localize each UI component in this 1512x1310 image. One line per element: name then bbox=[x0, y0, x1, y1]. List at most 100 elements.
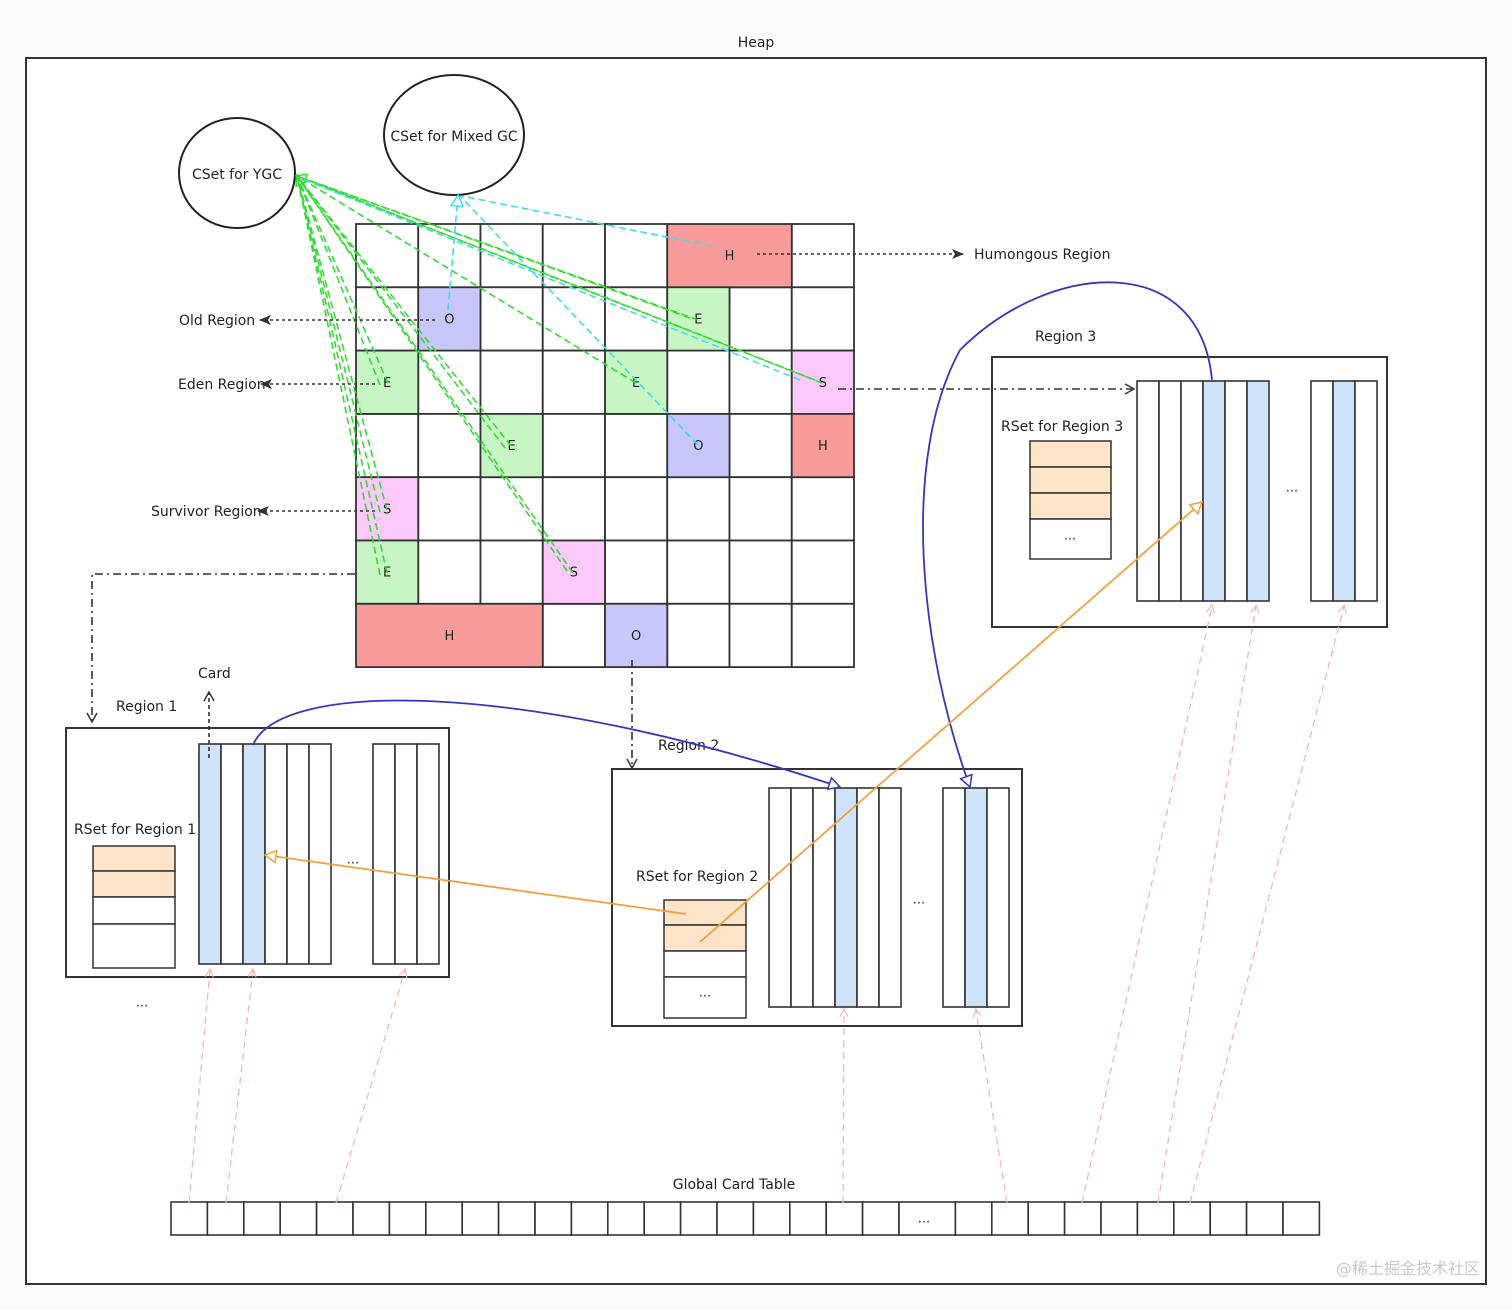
empty-region-cell bbox=[728, 286, 793, 352]
card-table-cell bbox=[1245, 1201, 1284, 1236]
survivor-region-cell: S bbox=[790, 349, 855, 415]
card-table-cell bbox=[990, 1201, 1029, 1236]
old-region-letter: O bbox=[693, 439, 703, 454]
empty-region-cell bbox=[479, 349, 544, 415]
card-table-cell bbox=[788, 1201, 827, 1236]
region-2-rset-more: ... bbox=[699, 986, 711, 1001]
card-table-cell bbox=[825, 1201, 864, 1236]
region-1-ellipsis: ... bbox=[347, 853, 359, 868]
card bbox=[1158, 380, 1182, 602]
empty-region-cell bbox=[541, 349, 606, 415]
old-region-cell: O bbox=[604, 602, 669, 668]
region-1-rset bbox=[92, 845, 176, 969]
empty-region-cell bbox=[479, 223, 544, 289]
card bbox=[1180, 380, 1204, 602]
card-table-cell bbox=[861, 1201, 900, 1236]
cset-mixed-bubble: CSet for Mixed GC bbox=[383, 74, 525, 196]
humongous-region-letter: H bbox=[444, 629, 454, 644]
card-table-pointers bbox=[188, 606, 1344, 1204]
dirty-card bbox=[1246, 380, 1270, 602]
card-table-cell bbox=[1282, 1201, 1321, 1236]
card bbox=[1310, 380, 1334, 602]
card bbox=[942, 787, 966, 1008]
empty-region-cell bbox=[604, 476, 669, 542]
rset-r2-to-r1 bbox=[265, 855, 687, 915]
card bbox=[372, 743, 396, 965]
card-label: Card bbox=[198, 666, 231, 682]
eden-region-letter: E bbox=[508, 439, 516, 454]
empty-region-cell bbox=[790, 223, 855, 289]
cset-ygc-label: CSet for YGC bbox=[192, 167, 282, 183]
card bbox=[790, 787, 814, 1008]
dirty-card bbox=[198, 743, 222, 965]
empty-region-cell bbox=[790, 602, 855, 668]
cset-mixed-label: CSet for Mixed GC bbox=[390, 129, 518, 145]
below-region-1-ellipsis: ... bbox=[136, 996, 148, 1011]
empty-region-cell bbox=[541, 223, 606, 289]
empty-region-cell bbox=[728, 412, 793, 479]
card-table-cell bbox=[1209, 1201, 1248, 1236]
region-3-rset: ... bbox=[1029, 440, 1112, 560]
empty-region-cell bbox=[666, 602, 731, 668]
heap-title: Heap bbox=[738, 35, 775, 51]
eden-region-letter: E bbox=[383, 566, 391, 581]
cset-ygc-bubble: CSet for YGC bbox=[178, 117, 296, 229]
humongous-region-cell: H bbox=[355, 602, 544, 668]
region-1-rset-label: RSet for Region 1 bbox=[74, 822, 196, 838]
empty-region-cell bbox=[790, 286, 855, 352]
card bbox=[812, 787, 836, 1008]
region-3-rset-more: ... bbox=[1064, 529, 1076, 544]
humongous-region-letter: H bbox=[818, 439, 828, 454]
ref-r1-to-r2 bbox=[252, 699, 840, 787]
card-table-cell bbox=[1100, 1201, 1139, 1236]
region-1-title: Region 1 bbox=[116, 699, 177, 715]
empty-region-cell bbox=[479, 476, 544, 542]
card bbox=[286, 743, 310, 965]
empty-region-cell bbox=[666, 349, 731, 415]
dirty-card bbox=[1332, 380, 1356, 602]
card bbox=[856, 787, 880, 1008]
empty-region-cell bbox=[728, 476, 793, 542]
card-table-cells bbox=[170, 1201, 1321, 1236]
survivor-region-letter: S bbox=[819, 376, 827, 391]
ygc-arrows bbox=[297, 176, 823, 576]
card bbox=[1354, 380, 1378, 602]
card bbox=[416, 743, 440, 965]
card bbox=[308, 743, 332, 965]
card bbox=[768, 787, 792, 1008]
eden-region-letter: E bbox=[632, 376, 640, 391]
card-table-cell bbox=[279, 1201, 318, 1236]
empty-region-cell bbox=[604, 412, 669, 479]
humongous-region-cell: H bbox=[666, 223, 793, 289]
card-table-cell bbox=[424, 1201, 463, 1236]
empty-region-cell bbox=[355, 223, 420, 289]
empty-region-cell bbox=[541, 476, 606, 542]
rset-pointers bbox=[265, 502, 1202, 943]
empty-region-cell bbox=[479, 286, 544, 352]
region-3-rset-label: RSet for Region 3 bbox=[1001, 419, 1123, 435]
region-3-cards bbox=[1136, 380, 1378, 602]
region-2-ellipsis: ... bbox=[913, 893, 925, 908]
card-table-cell bbox=[570, 1201, 609, 1236]
region-3-ellipsis: ... bbox=[1286, 481, 1298, 496]
global-card-table: Global Card Table ... bbox=[170, 1177, 1321, 1236]
empty-region-cell bbox=[417, 412, 482, 479]
eden-region-letter: E bbox=[383, 376, 391, 391]
card-table-cell bbox=[898, 1201, 957, 1236]
empty-region-cell bbox=[541, 602, 606, 668]
card bbox=[394, 743, 418, 965]
card-table-cell bbox=[352, 1201, 391, 1236]
card-table-cell bbox=[643, 1201, 682, 1236]
card-table-cell bbox=[497, 1201, 536, 1236]
mixed-gc-arrows bbox=[299, 177, 801, 446]
empty-region-cell bbox=[728, 349, 793, 415]
eden-region-cell: E bbox=[479, 412, 544, 479]
eden-region-cell: E bbox=[666, 286, 731, 352]
survivor-legend-label: Survivor Region bbox=[151, 504, 262, 520]
card-table-cell bbox=[679, 1201, 718, 1236]
ref-r3-to-r2 bbox=[922, 281, 1213, 787]
card-table-cell bbox=[1063, 1201, 1102, 1236]
humongous-region-letter: H bbox=[725, 249, 735, 264]
region-connectors bbox=[86, 383, 1136, 770]
empty-region-cell bbox=[479, 539, 544, 605]
